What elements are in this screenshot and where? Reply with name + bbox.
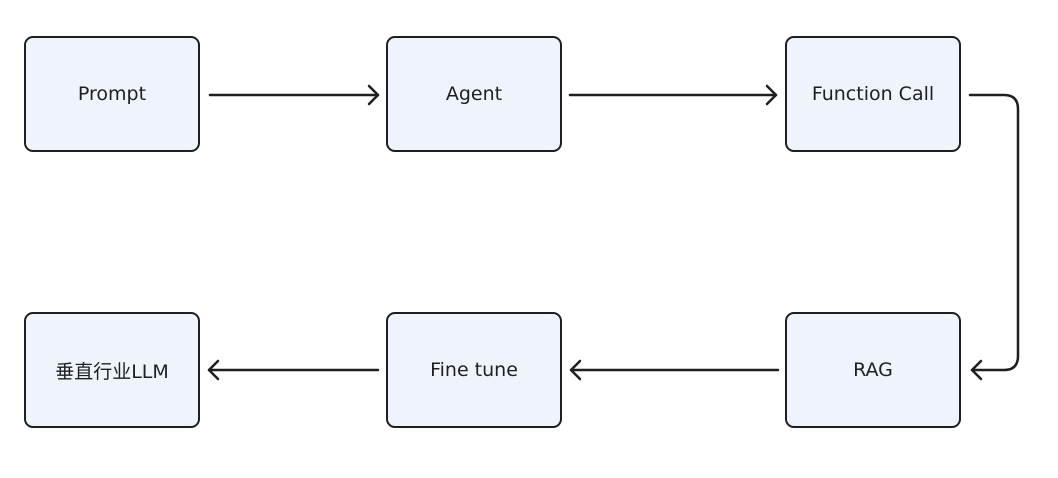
node-prompt: Prompt: [24, 36, 200, 152]
node-agent-label: Agent: [445, 83, 503, 105]
arrow-prompt-to-agent: [208, 84, 380, 106]
arrow-rag-to-fine-tune: [569, 359, 780, 381]
node-fine-tune-label: Fine tune: [430, 359, 518, 381]
node-function-call: Function Call: [785, 36, 961, 152]
node-fine-tune: Fine tune: [386, 312, 562, 428]
node-agent: Agent: [386, 36, 562, 152]
node-rag: RAG: [785, 312, 961, 428]
arrow-function-call-to-rag: [968, 93, 1020, 381]
node-function-call-label: Function Call: [811, 83, 935, 105]
node-prompt-label: Prompt: [77, 83, 147, 105]
node-vertical-llm-label: 垂直行业LLM: [55, 360, 169, 383]
arrow-fine-tune-to-vertical-llm: [207, 359, 380, 381]
arrow-agent-to-function-call: [568, 84, 778, 106]
node-rag-label: RAG: [853, 359, 893, 381]
node-vertical-llm: 垂直行业LLM: [24, 312, 200, 428]
